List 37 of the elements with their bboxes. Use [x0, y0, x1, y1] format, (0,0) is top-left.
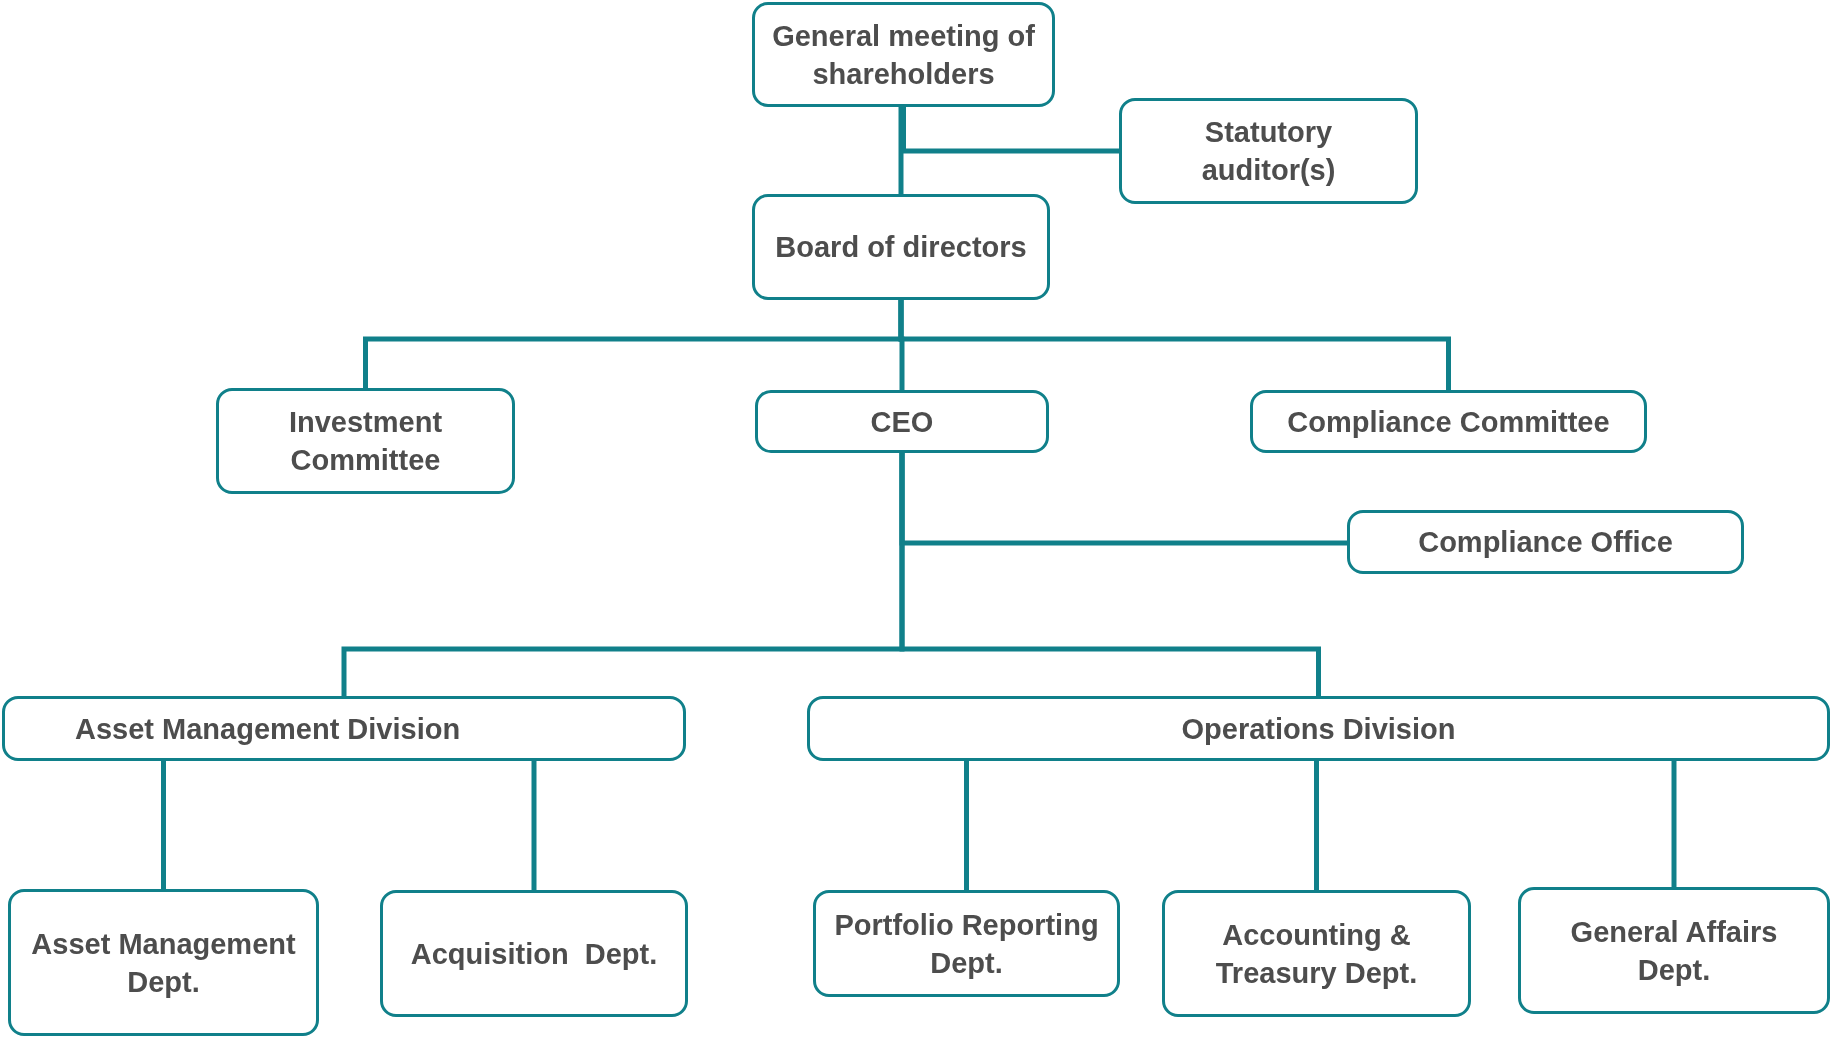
box-label: Statutory auditor(s): [1200, 115, 1337, 188]
box-label: Asset Management Division: [75, 711, 461, 747]
org-box: [1518, 887, 1830, 1014]
box-label: Board of directors: [775, 230, 1027, 265]
org-box: [216, 388, 515, 494]
connector-line: [898, 300, 1451, 390]
org-box: [752, 2, 1055, 107]
box-label: Asset Management Dept.: [30, 926, 297, 1000]
box-label: Operations Division: [1181, 711, 1456, 747]
connector-line: [899, 453, 1321, 696]
box-label: CEO: [870, 404, 934, 440]
org-box: [813, 890, 1120, 997]
org-box: [380, 890, 688, 1017]
box-label: Portfolio Reporting Dept.: [833, 907, 1100, 981]
connector-line: [1314, 761, 1319, 890]
box-label: Investment Committee: [287, 405, 444, 478]
org-box: [752, 194, 1050, 300]
connector-line: [1671, 761, 1677, 887]
box-label: Compliance Committee: [1287, 404, 1610, 440]
org-box: [1119, 98, 1418, 204]
connector-line: [901, 107, 1119, 154]
org-box: [755, 390, 1049, 453]
box-label: Acquisition Dept.: [410, 936, 658, 972]
connector-line: [531, 761, 537, 890]
org-box: [1347, 510, 1744, 574]
connector-line: [161, 761, 166, 889]
org-box: [1250, 390, 1647, 453]
box-label: General Affairs Dept.: [1569, 914, 1779, 988]
box-label: Compliance Office: [1418, 525, 1673, 560]
box-label: General meeting of shareholders: [771, 18, 1036, 92]
connector-line: [964, 761, 969, 890]
connector-line: [898, 107, 904, 194]
org-box: [8, 889, 319, 1036]
org-box: [1162, 890, 1471, 1017]
box-label: Accounting & Treasury Dept.: [1214, 917, 1419, 991]
org-box: [2, 696, 686, 761]
org-box: [807, 696, 1830, 761]
